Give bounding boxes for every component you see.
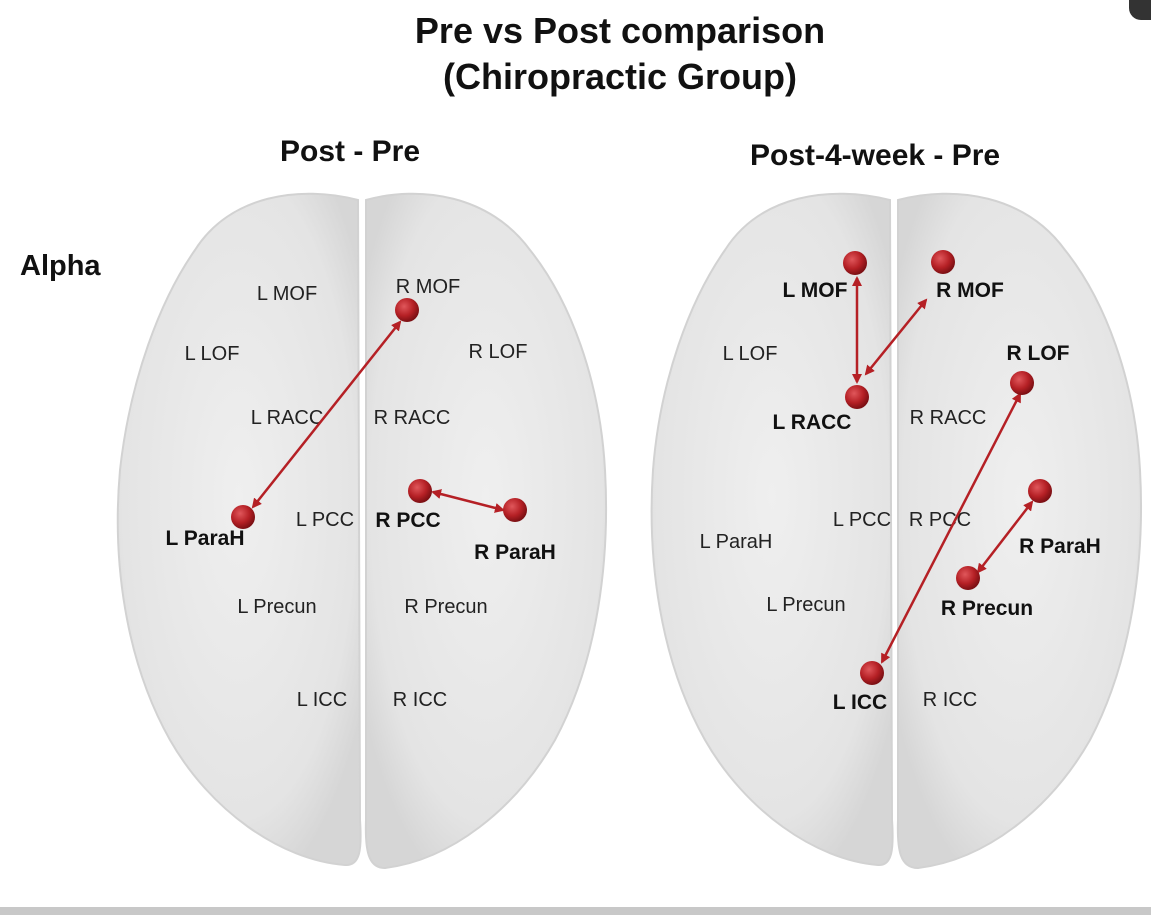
node-l-racc — [845, 385, 869, 409]
panel-title-post-pre: Post - Pre — [280, 135, 421, 168]
region-label: L LOF — [723, 343, 778, 365]
panel1-region-labels: L MOF R MOF L LOF R LOF L RACC R RACC L … — [166, 276, 556, 711]
region-label: L ParaH — [700, 531, 773, 553]
region-label: R Precun — [404, 596, 487, 618]
connection-arrow — [976, 500, 1034, 574]
region-label: L PCC — [296, 509, 354, 531]
region-label: R LOF — [1007, 342, 1070, 365]
region-label: L ICC — [297, 689, 347, 711]
node-l-parah — [231, 505, 255, 529]
band-label-alpha: Alpha — [20, 250, 101, 282]
region-label: R ICC — [393, 689, 447, 711]
connection-arrow — [864, 298, 928, 376]
region-label: R LOF — [469, 341, 528, 363]
node-r-lof — [1010, 371, 1034, 395]
right-hemisphere — [364, 192, 608, 870]
region-label: R ICC — [923, 689, 977, 711]
figure-title-line1: Pre vs Post comparison — [414, 10, 826, 51]
node-l-icc — [860, 661, 884, 685]
left-hemisphere — [650, 192, 894, 867]
node-r-parah — [503, 498, 527, 522]
node-r-mof — [395, 298, 419, 322]
region-label: R RACC — [374, 407, 451, 429]
region-label: L RACC — [251, 407, 324, 429]
node-r-precun — [956, 566, 980, 590]
node-r-mof — [931, 250, 955, 274]
region-label: L ParaH — [166, 527, 245, 550]
region-label: L MOF — [783, 279, 848, 302]
connection-arrow — [431, 489, 505, 513]
region-label: R PCC — [909, 509, 971, 531]
region-label: L ICC — [833, 691, 887, 714]
figure-title-line2: (Chiropractic Group) — [442, 56, 797, 97]
panel-title-post4week-pre: Post-4-week - Pre — [750, 139, 1001, 172]
region-label: L LOF — [185, 343, 240, 365]
region-label: R MOF — [396, 276, 460, 298]
panel1-connections — [251, 320, 505, 513]
region-label: R ParaH — [1019, 535, 1101, 558]
panel1-nodes — [231, 298, 527, 529]
bottom-divider — [0, 907, 1151, 915]
connection-arrow — [251, 320, 402, 509]
connection-arrow — [880, 392, 1022, 664]
region-label: R RACC — [910, 407, 987, 429]
node-r-pcc — [408, 479, 432, 503]
region-label: L MOF — [257, 283, 317, 305]
region-label: R ParaH — [474, 541, 556, 564]
panel2-connections — [852, 276, 1034, 664]
node-l-mof — [843, 251, 867, 275]
panel2-nodes — [843, 250, 1052, 685]
corner-button — [1129, 0, 1151, 20]
region-label: L Precun — [766, 594, 845, 616]
region-label: R Precun — [941, 597, 1033, 620]
region-label: L Precun — [237, 596, 316, 618]
region-label: R PCC — [375, 509, 440, 532]
region-label: L PCC — [833, 509, 891, 531]
node-r-parah — [1028, 479, 1052, 503]
region-label: L RACC — [773, 411, 852, 434]
region-label: R MOF — [936, 279, 1004, 302]
